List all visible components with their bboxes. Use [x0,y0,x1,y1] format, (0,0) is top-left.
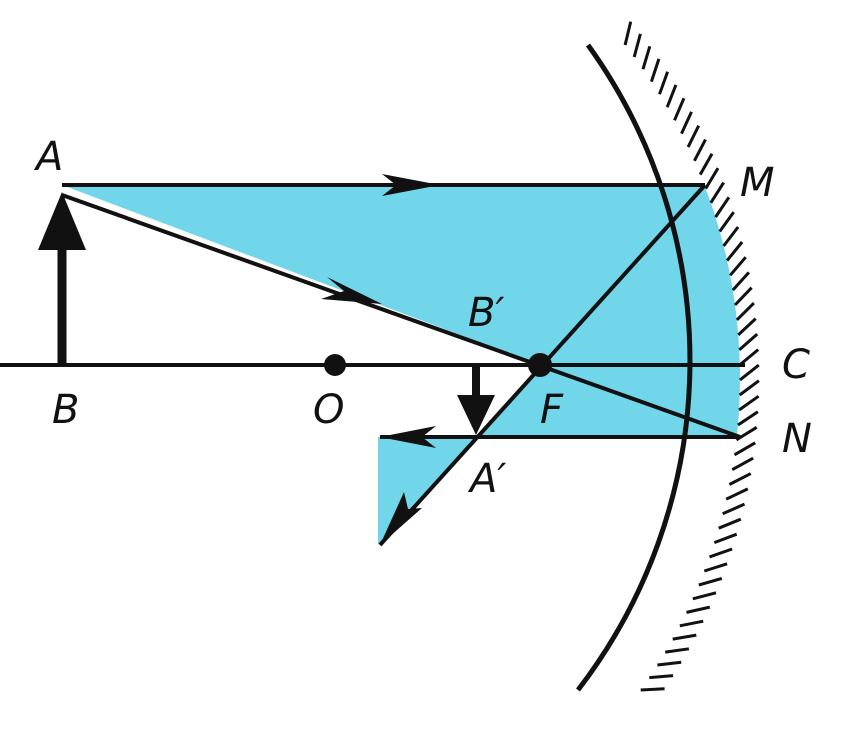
label-b: B [52,387,79,433]
label-a: A [33,134,63,180]
mirror-hatch-mark [725,241,744,262]
mirror-hatch-mark [731,271,751,292]
mirror-hatching [623,21,760,692]
mirror-hatch-mark [680,111,693,135]
mirror-hatch-mark [733,286,753,307]
mirror-hatch-mark [673,97,686,121]
label-a-prime: A′ [467,456,506,502]
mirror-hatch-mark [738,379,760,397]
mirror-hatch-mark [704,167,720,190]
mirror-hatch-mark [649,58,661,83]
mirror-hatch-mark [698,576,723,587]
mirror-hatch-mark [731,456,754,472]
shaded-region-reflected [378,365,740,545]
mirror-hatch-mark [739,363,760,382]
mirror-hatch-mark [733,441,756,457]
point-o-center [324,354,346,376]
label-c: C [782,342,810,388]
mirror-hatch-mark [686,125,701,148]
mirror-hatch-mark [718,211,735,233]
mirror-hatch-mark [657,660,682,667]
mirror-hatch-mark [672,633,697,641]
mirror-hatch-mark [693,138,707,162]
mirror-hatch-mark [735,302,755,321]
label-m: M [740,160,775,206]
arrowhead-focal-ray [321,277,382,304]
concave-mirror [576,43,693,692]
label-f: F [540,387,564,433]
ray-through-focus-incident [61,193,741,439]
mirror-hatch-mark [641,45,652,70]
shaded-region-incident [62,185,740,440]
mirror-hatch-mark [665,84,678,108]
mirror-hatch-mark [714,196,731,218]
mirror-hatch-mark [728,472,752,486]
mirror-hatch-mark [623,21,633,46]
label-n: N [782,416,812,462]
mirror-hatch-mark [709,547,733,559]
mirror-hatch-mark [737,317,757,336]
mirror-hatch-mark [640,687,665,692]
label-b-prime: B′ [468,290,505,336]
mirror-hatch-mark [649,674,674,680]
mirror-hatch-mark [737,410,759,427]
mirror-hatch-mark [725,487,749,501]
mirror-hatch-mark [709,181,725,204]
mirror-hatch-mark [679,619,704,628]
mirror-hatch-mark [692,591,717,601]
point-f-focus [528,353,552,377]
mirror-hatch-mark [703,562,728,573]
shaded-ray-regions [62,185,740,545]
mirror-hatch-mark [738,332,759,352]
arrowhead-parallel-ray [382,174,440,196]
mirror-hatch-mark [698,153,714,176]
mirror-hatch-mark [738,348,760,367]
mirror-hatch-mark [718,517,742,530]
mirror-hatch-mark [658,71,670,95]
arrowhead-reflected-focal [380,492,422,545]
mirror-hatch-mark [686,605,711,614]
mirror-hatch-mark [713,532,738,545]
mirror-hatch-mark [738,394,760,412]
arrowhead-reflected-parallel [380,426,436,448]
mirror-hatch-mark [632,33,642,58]
mirror-hatch-mark [722,226,740,247]
object-arrowhead [38,192,86,250]
mirror-hatch-mark [722,502,746,516]
mirror-hatch-mark [664,647,690,654]
image-arrowhead [457,395,495,435]
label-o: O [313,387,344,433]
mirror-hatch-mark [729,256,747,277]
